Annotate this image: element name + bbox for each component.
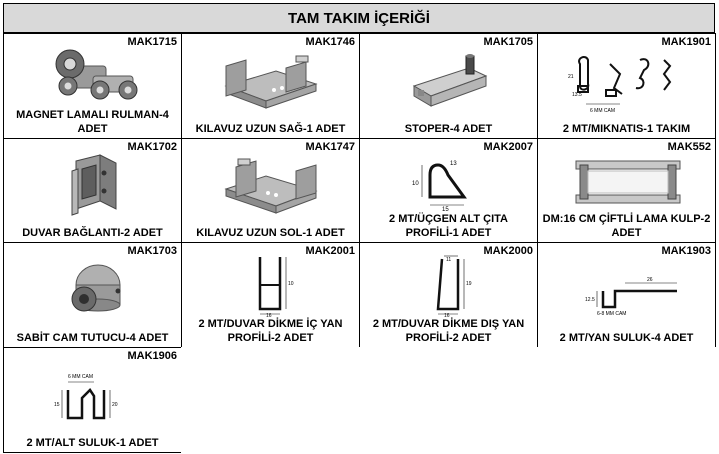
product-cell-mak2000: MAK2000 11 19 16 2 MT/DUVAR DİKME DIŞ YA…	[359, 242, 538, 348]
product-cell-mak1705: MAK1705 STOPER-4 ADET	[359, 33, 538, 139]
product-code: MAK1747	[305, 141, 355, 153]
dimension-glass: 6 MM CAM	[590, 108, 615, 114]
dimension-glass: 6 MM CAM	[68, 374, 93, 380]
product-label: STOPER-4 ADET	[404, 123, 493, 135]
product-code: MAK1906	[127, 350, 177, 362]
product-code: MAK2001	[305, 245, 355, 257]
product-label: DUVAR BAĞLANTI-2 ADET	[22, 227, 163, 239]
product-cell-mak552: MAK552 DM:16 CM ÇİFTLİ LAMA KULP-2 ADET	[537, 138, 716, 243]
dimension-height: 19	[466, 281, 472, 287]
product-cell-mak2007: MAK2007 15 10 13 2 MT/ÜÇGEN ALT ÇITA PRO…	[359, 138, 538, 243]
table-title: TAM TAKIM İÇERİĞİ	[3, 3, 715, 33]
product-cell-mak1702: MAK1702 DUVAR BAĞLANTI-2 ADET	[3, 138, 182, 243]
dimension-height-right: 20	[112, 402, 118, 408]
guide-bracket-icon	[223, 158, 318, 214]
handle-icon	[575, 160, 680, 204]
product-code: MAK1901	[661, 36, 711, 48]
product-cell-mak1746: MAK1746 KILAVUZ UZUN SAĞ-1 ADET	[181, 33, 360, 139]
product-label: KILAVUZ UZUN SOL-1 ADET	[196, 227, 345, 239]
product-label: 2 MT/DUVAR DİKME İÇ YAN PROFİLİ-2 ADET	[198, 318, 343, 344]
product-label: 2 MT/ÜÇGEN ALT ÇITA PROFİLİ-1 ADET	[389, 213, 508, 239]
wall-bracket-icon	[71, 154, 116, 216]
guide-bracket-icon	[223, 55, 318, 109]
product-code: MAK1746	[305, 36, 355, 48]
dimension-glass: 6-8 MM CAM	[597, 311, 626, 317]
product-label: 2 MT/YAN SULUK-4 ADET	[559, 332, 694, 344]
product-label: MAGNET LAMALI RULMAN-4 ADET	[16, 109, 169, 135]
dimension-height: 10	[288, 281, 294, 287]
dimension-width: 15	[442, 207, 449, 213]
empty-cell	[537, 347, 716, 453]
product-code: MAK1715	[127, 36, 177, 48]
dimension-height: 21	[568, 74, 574, 80]
roller-bearing-icon	[55, 49, 137, 100]
glass-holder-icon	[71, 264, 120, 312]
magnet-profile-icon: 21 13.5 6 MM CAM	[568, 56, 671, 114]
product-grid: MAK1715 MAGNET LAMALI RULMAN-4 ADET MAK1…	[3, 33, 716, 453]
product-cell-mak1901: MAK1901 21 13.5 6 MM CAM 2 MT/MIKNATIS-1…	[537, 33, 716, 139]
dimension-side: 13	[450, 161, 457, 167]
product-label: 2 MT/ALT SULUK-1 ADET	[26, 437, 159, 449]
dimension-depth: 13.5	[572, 92, 582, 98]
dimension-width: 16	[266, 313, 272, 317]
product-cell-mak1747: MAK1747 KILAVUZ UZUN SOL-1 ADET	[181, 138, 360, 243]
product-label: 2 MT/MIKNATIS-1 TAKIM	[562, 123, 691, 135]
product-code: MAK1702	[127, 141, 177, 153]
triangle-profile-icon: 15 10 13	[412, 161, 467, 213]
stopper-icon	[412, 54, 487, 107]
dimension-width: 16	[444, 313, 450, 317]
product-code: MAK1903	[661, 245, 711, 257]
dimension-top: 11	[446, 257, 451, 263]
empty-cell	[181, 347, 360, 453]
inner-profile-icon: 10 16	[258, 257, 294, 317]
product-code: MAK552	[667, 141, 711, 153]
product-cell-mak1906: MAK1906 6 MM CAM 15 20 2 MT/ALT SULUK-1 …	[3, 347, 182, 453]
bottom-seal-icon: 6 MM CAM 15 20	[54, 374, 118, 420]
product-code: MAK1705	[483, 36, 533, 48]
product-code: MAK2007	[483, 141, 533, 153]
product-label: DM:16 CM ÇİFTLİ LAMA KULP-2 ADET	[542, 213, 711, 239]
side-seal-icon: 26 12.5 6-8 MM CAM	[585, 277, 677, 317]
product-label: 2 MT/DUVAR DİKME DIŞ YAN PROFİLİ-2 ADET	[372, 318, 525, 344]
dimension-length: 26	[647, 277, 653, 283]
product-cell-mak1903: MAK1903 26 12.5 6-8 MM CAM 2 MT/YAN SULU…	[537, 242, 716, 348]
product-cell-mak1703: MAK1703 SABİT CAM TUTUCU-4 ADET	[3, 242, 182, 348]
dimension-height: 12.5	[585, 297, 595, 303]
product-label: KILAVUZ UZUN SAĞ-1 ADET	[195, 123, 346, 135]
product-label: SABİT CAM TUTUCU-4 ADET	[16, 332, 169, 344]
outer-profile-icon: 11 19 16	[436, 255, 472, 317]
dimension-height: 10	[412, 181, 419, 187]
product-cell-mak2001: MAK2001 10 16 2 MT/DUVAR DİKME İÇ YAN PR…	[181, 242, 360, 348]
product-code: MAK1703	[127, 245, 177, 257]
product-code: MAK2000	[483, 245, 533, 257]
dimension-height-left: 15	[54, 402, 60, 408]
empty-cell	[359, 347, 538, 453]
product-cell-mak1715: MAK1715 MAGNET LAMALI RULMAN-4 ADET	[3, 33, 182, 139]
